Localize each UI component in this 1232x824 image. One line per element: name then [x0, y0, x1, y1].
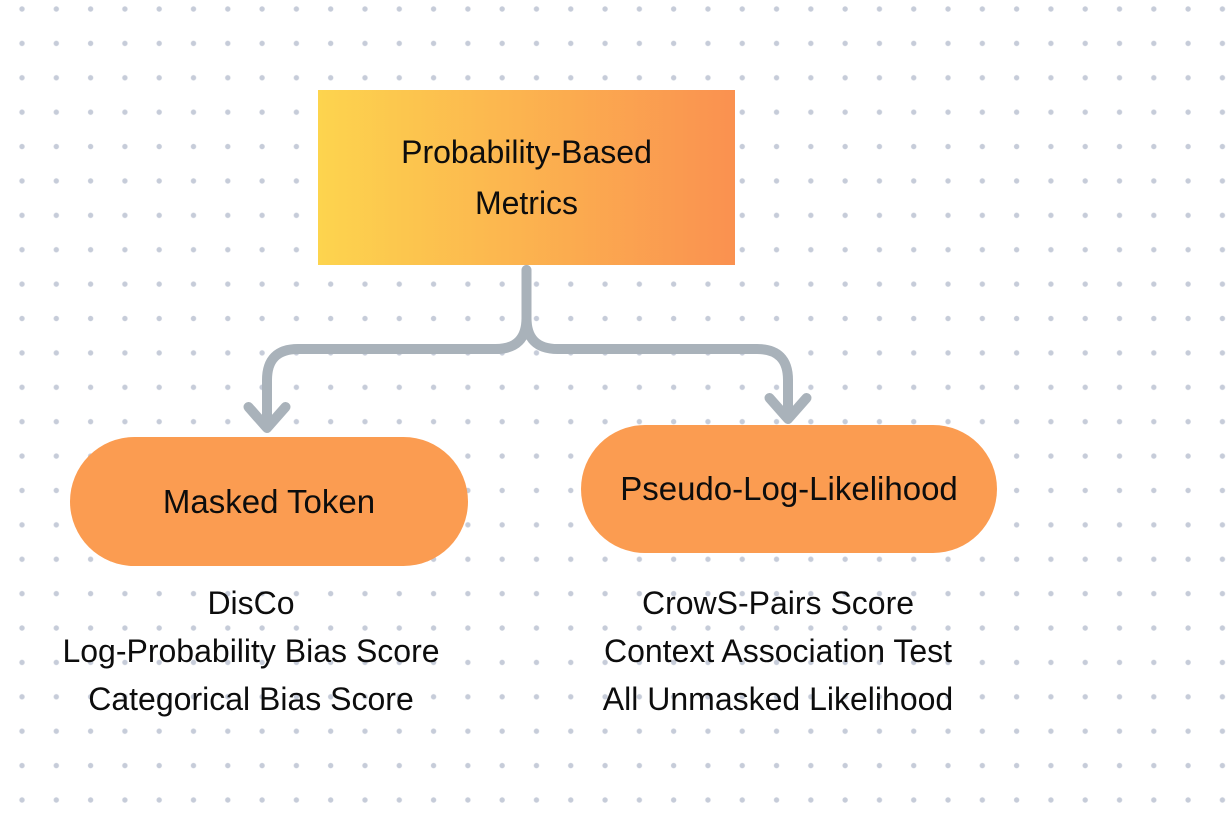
branch-node-label: Pseudo-Log-Likelihood: [620, 470, 958, 507]
metric-item: Categorical Bias Score: [88, 681, 414, 717]
masked-token-metric-list: DisCo Log-Probability Bias Score Categor…: [21, 579, 481, 723]
arrow-left-shaft: [262, 265, 532, 428]
branch-node-label: Masked Token: [162, 482, 376, 520]
metric-item: CrowS-Pairs Score: [641, 585, 915, 621]
arrow-right-head: [764, 393, 812, 424]
metric-item: Log-Probability Bias Score: [62, 633, 440, 669]
metric-item: Context Association Test: [603, 633, 953, 669]
metric-item: All Unmasked Likelihood: [602, 681, 954, 717]
arrow-right-shaft: [521, 265, 793, 419]
metric-item: DisCo: [207, 585, 295, 621]
pseudo-log-likelihood-metric-list: CrowS-Pairs Score Context Association Te…: [548, 579, 1008, 723]
branch-node-masked-token: Masked Token: [70, 437, 468, 566]
root-node-label: Probability-Based Metrics: [401, 133, 652, 221]
branch-node-pseudo-log-likelihood: Pseudo-Log-Likelihood: [581, 425, 997, 553]
arrow-left-head: [243, 402, 291, 433]
root-node-probability-based-metrics: Probability-Based Metrics: [318, 90, 735, 265]
